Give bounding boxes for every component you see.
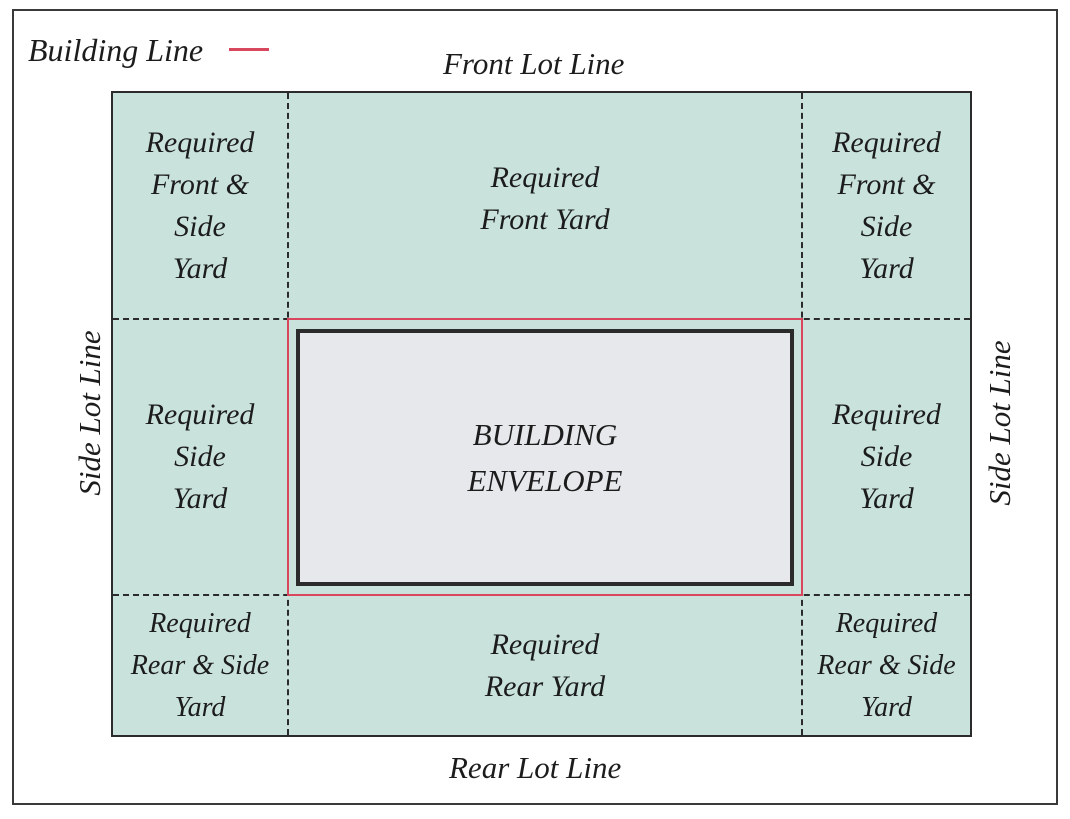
front-lot-line-label: Front Lot Line: [443, 46, 625, 81]
zone-text: Required: [832, 125, 941, 159]
zone-text: Yard: [172, 482, 228, 515]
side-lot-line-label-right: Side Lot Line: [982, 340, 1017, 506]
zone-text: Yard: [174, 691, 226, 723]
zone-text: Front Yard: [480, 203, 610, 236]
envelope-line-2: Envelope: [467, 462, 623, 498]
zone-text: Rear Yard: [484, 669, 606, 703]
zone-text: Front &: [837, 167, 936, 201]
zone-text: Required: [835, 607, 938, 639]
zone-required-rear-yard: Required Rear Yard: [289, 596, 801, 735]
zone-text: Required: [145, 125, 255, 159]
zone-required-rear-side-yard-right: Required Rear & Side Yard: [803, 596, 970, 735]
envelope-line-1: Building: [472, 416, 618, 452]
zone-text: Yard: [172, 251, 228, 285]
rear-lot-line-label: Rear Lot Line: [449, 750, 622, 785]
zone-text: Yard: [861, 691, 912, 723]
zone-text: Yard: [859, 251, 914, 285]
zone-text: Front &: [150, 167, 250, 201]
zone-text: Required: [490, 627, 600, 661]
side-lot-line-label-left: Side Lot Line: [72, 330, 107, 496]
legend-building-line-swatch: [229, 48, 269, 51]
zone-text: Side: [860, 209, 913, 243]
zone-text: Required: [149, 607, 251, 639]
zone-text: Rear & Side: [130, 649, 270, 681]
zone-text: Side: [174, 209, 226, 243]
zone-text: Side: [860, 440, 913, 473]
zone-required-front-side-yard-left: Required Front & Side Yard: [113, 93, 287, 318]
zone-required-rear-side-yard-left: Required Rear & Side Yard: [113, 596, 287, 735]
zone-text: Required: [490, 161, 600, 194]
building-envelope: [296, 329, 794, 586]
zone-text: Yard: [859, 482, 914, 515]
zone-text: Required: [832, 398, 941, 431]
zone-text: Rear & Side: [817, 649, 956, 681]
zone-required-side-yard-left: Required Side Yard: [113, 320, 287, 594]
zone-required-front-yard: Required Front Yard: [289, 93, 801, 305]
zone-required-side-yard-right: Required Side Yard: [803, 320, 970, 594]
building-line: [287, 318, 803, 596]
zone-text: Side: [174, 440, 226, 473]
legend-label: Building Line: [28, 32, 204, 68]
zone-required-front-side-yard-right: Required Front & Side Yard: [803, 93, 970, 318]
zone-text: Required: [145, 398, 255, 431]
building-envelope-label: Building Envelope: [296, 329, 794, 586]
